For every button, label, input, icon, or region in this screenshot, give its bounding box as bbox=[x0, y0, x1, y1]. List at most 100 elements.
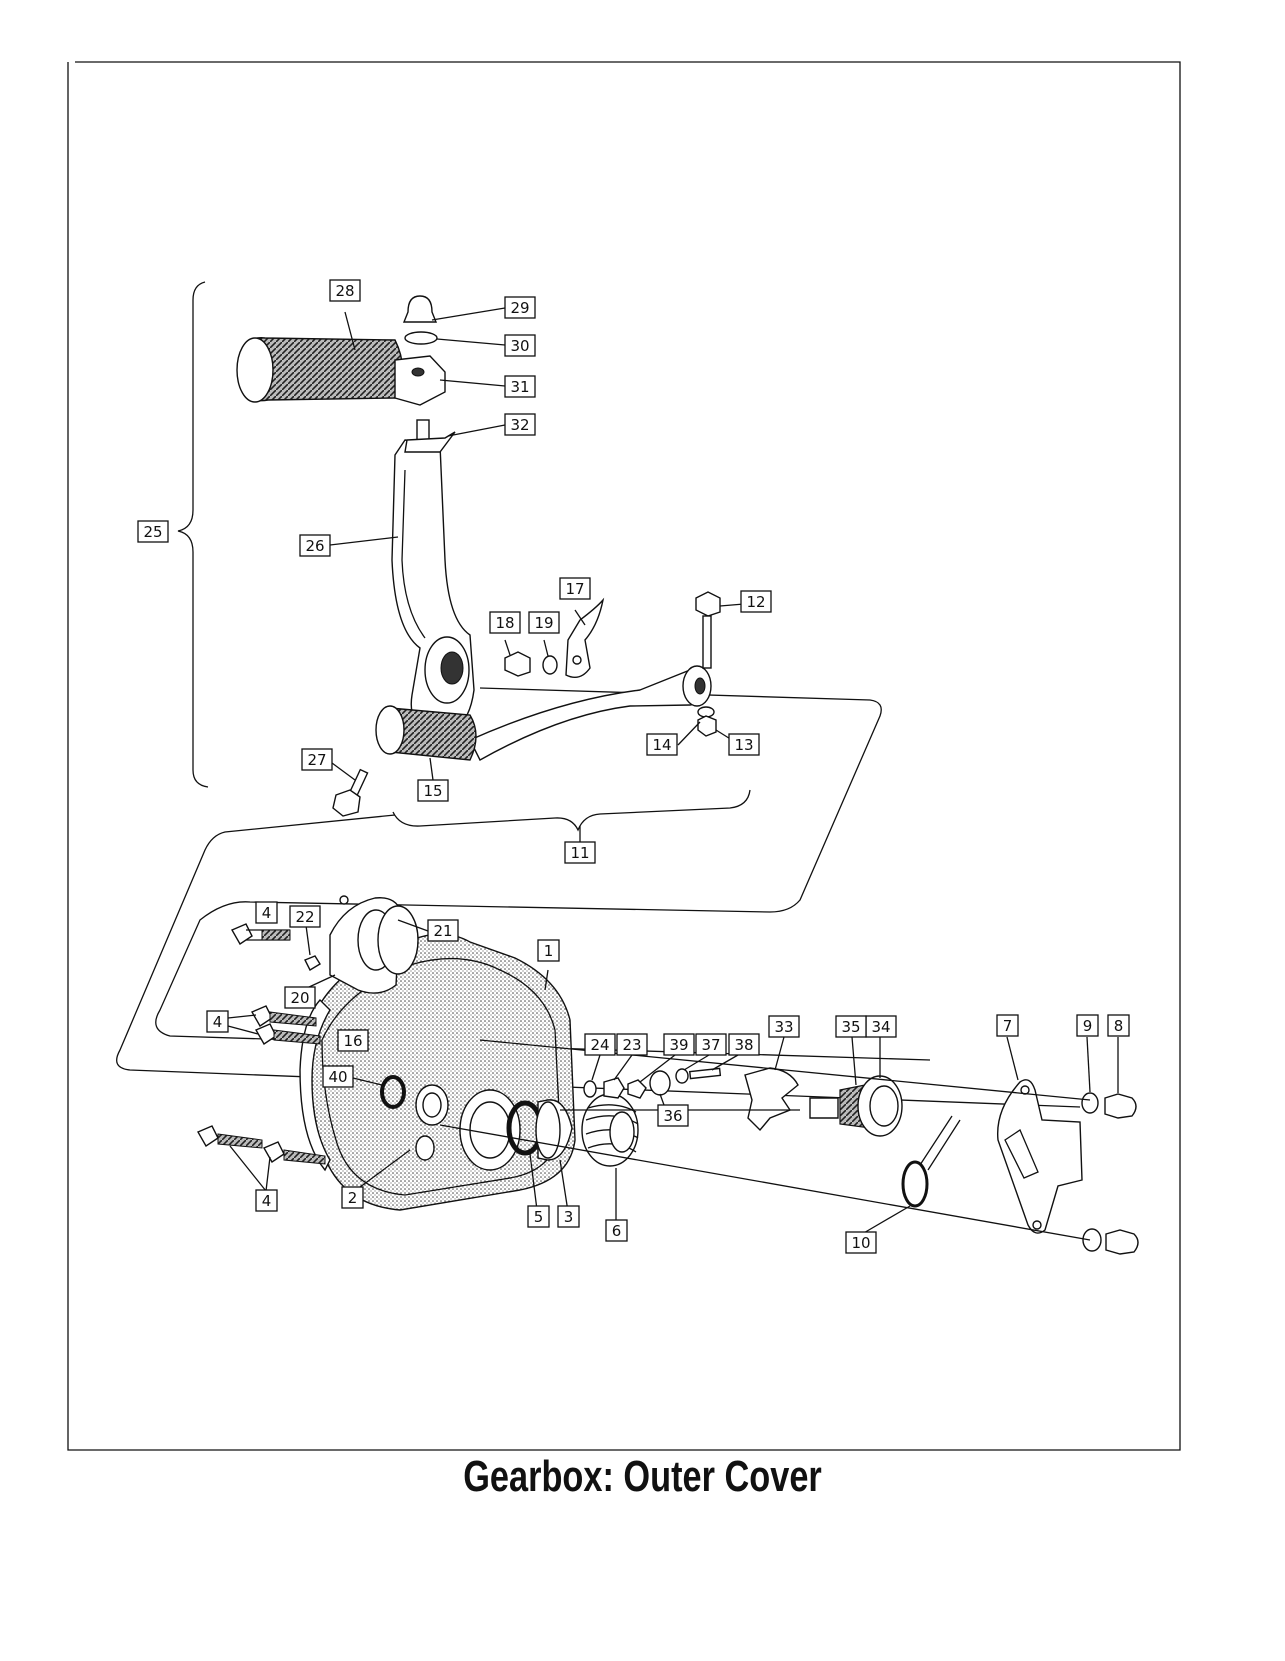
svg-text:16: 16 bbox=[343, 1032, 362, 1050]
svg-text:13: 13 bbox=[734, 736, 753, 754]
svg-text:36: 36 bbox=[663, 1107, 682, 1125]
callout-36: 36 bbox=[657, 1104, 689, 1127]
callout-30: 30 bbox=[504, 334, 536, 357]
plug-23 bbox=[603, 1077, 625, 1099]
svg-text:32: 32 bbox=[510, 416, 529, 434]
callout-31: 31 bbox=[504, 375, 536, 398]
callout-28: 28 bbox=[329, 279, 361, 302]
callout-19: 19 bbox=[528, 611, 560, 634]
callout-2: 2 bbox=[341, 1186, 364, 1209]
callout-34: 34 bbox=[865, 1015, 897, 1038]
callout-6: 6 bbox=[605, 1219, 628, 1242]
washer-24 bbox=[583, 1080, 597, 1098]
callout-27: 27 bbox=[301, 748, 333, 771]
svg-text:19: 19 bbox=[534, 614, 553, 632]
quadrant-33 bbox=[744, 1067, 799, 1132]
callout-3: 3 bbox=[557, 1205, 580, 1228]
selector-shaft-34-35 bbox=[809, 1075, 903, 1137]
callout-21: 21 bbox=[427, 919, 459, 942]
svg-text:4: 4 bbox=[262, 904, 272, 922]
callout-24: 24 bbox=[584, 1033, 616, 1056]
callout-25: 25 bbox=[137, 520, 169, 543]
page-border bbox=[67, 61, 1181, 1451]
svg-text:21: 21 bbox=[433, 922, 452, 940]
callout-9: 9 bbox=[1076, 1014, 1099, 1037]
svg-text:23: 23 bbox=[622, 1036, 641, 1054]
callout-4b: 4 bbox=[206, 1010, 229, 1033]
callout-33: 33 bbox=[768, 1015, 800, 1038]
callout-35: 35 bbox=[835, 1015, 867, 1038]
return-spring-6 bbox=[581, 1093, 639, 1167]
svg-text:33: 33 bbox=[774, 1018, 793, 1036]
svg-text:20: 20 bbox=[290, 989, 309, 1007]
svg-text:26: 26 bbox=[305, 537, 324, 555]
svg-text:37: 37 bbox=[701, 1036, 720, 1054]
screw-4-top bbox=[231, 923, 291, 945]
kickstart-assembly bbox=[116, 281, 1081, 1108]
svg-text:30: 30 bbox=[510, 337, 529, 355]
svg-text:25: 25 bbox=[143, 523, 162, 541]
svg-text:10: 10 bbox=[851, 1234, 870, 1252]
callout-8: 8 bbox=[1107, 1014, 1130, 1037]
callout-10: 10 bbox=[845, 1231, 877, 1254]
callout-37: 37 bbox=[695, 1033, 727, 1056]
svg-text:9: 9 bbox=[1083, 1017, 1093, 1035]
svg-text:24: 24 bbox=[590, 1036, 609, 1054]
nut-39 bbox=[627, 1079, 647, 1099]
callout-11: 11 bbox=[564, 841, 596, 864]
callout-17: 17 bbox=[559, 577, 591, 600]
svg-text:14: 14 bbox=[652, 736, 671, 754]
callout-13: 13 bbox=[728, 733, 760, 756]
bolt-12 bbox=[695, 591, 721, 617]
svg-text:1: 1 bbox=[544, 942, 554, 960]
footrest-rubber-15 bbox=[389, 707, 477, 761]
svg-text:31: 31 bbox=[510, 378, 529, 396]
svg-text:39: 39 bbox=[669, 1036, 688, 1054]
callout-7: 7 bbox=[996, 1014, 1019, 1037]
bolt-8 bbox=[1104, 1093, 1137, 1119]
callout-26: 26 bbox=[299, 534, 331, 557]
svg-text:8: 8 bbox=[1114, 1017, 1124, 1035]
svg-text:38: 38 bbox=[734, 1036, 753, 1054]
callout-labels: 1 2 3 4 4 4 5 6 7 8 9 10 11 12 13 14 15 … bbox=[137, 279, 1130, 1254]
callout-12: 12 bbox=[740, 590, 772, 613]
callout-15: 15 bbox=[417, 779, 449, 802]
callout-38: 38 bbox=[728, 1033, 760, 1056]
callout-16: 16 bbox=[337, 1029, 369, 1052]
callout-39: 39 bbox=[663, 1033, 695, 1056]
svg-text:22: 22 bbox=[295, 908, 314, 926]
svg-text:15: 15 bbox=[423, 782, 442, 800]
svg-text:34: 34 bbox=[871, 1018, 890, 1036]
pawl-17 bbox=[565, 597, 605, 678]
svg-text:5: 5 bbox=[534, 1208, 544, 1226]
svg-text:2: 2 bbox=[348, 1189, 358, 1207]
callout-4c: 4 bbox=[255, 1189, 278, 1212]
svg-text:35: 35 bbox=[841, 1018, 860, 1036]
spring-10 bbox=[901, 1115, 961, 1208]
svg-text:4: 4 bbox=[262, 1192, 272, 1210]
brace-25 bbox=[177, 281, 209, 788]
callout-40: 40 bbox=[322, 1065, 354, 1088]
callout-18: 18 bbox=[489, 611, 521, 634]
group-outline-11-outer bbox=[116, 814, 1081, 1108]
svg-text:40: 40 bbox=[328, 1068, 347, 1086]
callout-5: 5 bbox=[527, 1205, 550, 1228]
washer-30 bbox=[404, 331, 438, 345]
callout-32: 32 bbox=[504, 413, 536, 436]
svg-text:11: 11 bbox=[570, 844, 589, 862]
screws-4-mid bbox=[251, 1005, 321, 1045]
svg-text:4: 4 bbox=[213, 1013, 223, 1031]
svg-text:17: 17 bbox=[565, 580, 584, 598]
svg-text:28: 28 bbox=[335, 282, 354, 300]
callout-4a: 4 bbox=[255, 901, 278, 924]
svg-text:12: 12 bbox=[746, 593, 765, 611]
indicator-plate-7 bbox=[996, 1079, 1083, 1234]
washer-36 bbox=[649, 1070, 671, 1096]
callout-23: 23 bbox=[616, 1033, 648, 1056]
brace-11 bbox=[392, 789, 751, 832]
callout-22: 22 bbox=[289, 905, 321, 928]
svg-text:6: 6 bbox=[612, 1222, 622, 1240]
gasket-21 bbox=[377, 905, 419, 975]
screw-38 bbox=[688, 1067, 722, 1080]
